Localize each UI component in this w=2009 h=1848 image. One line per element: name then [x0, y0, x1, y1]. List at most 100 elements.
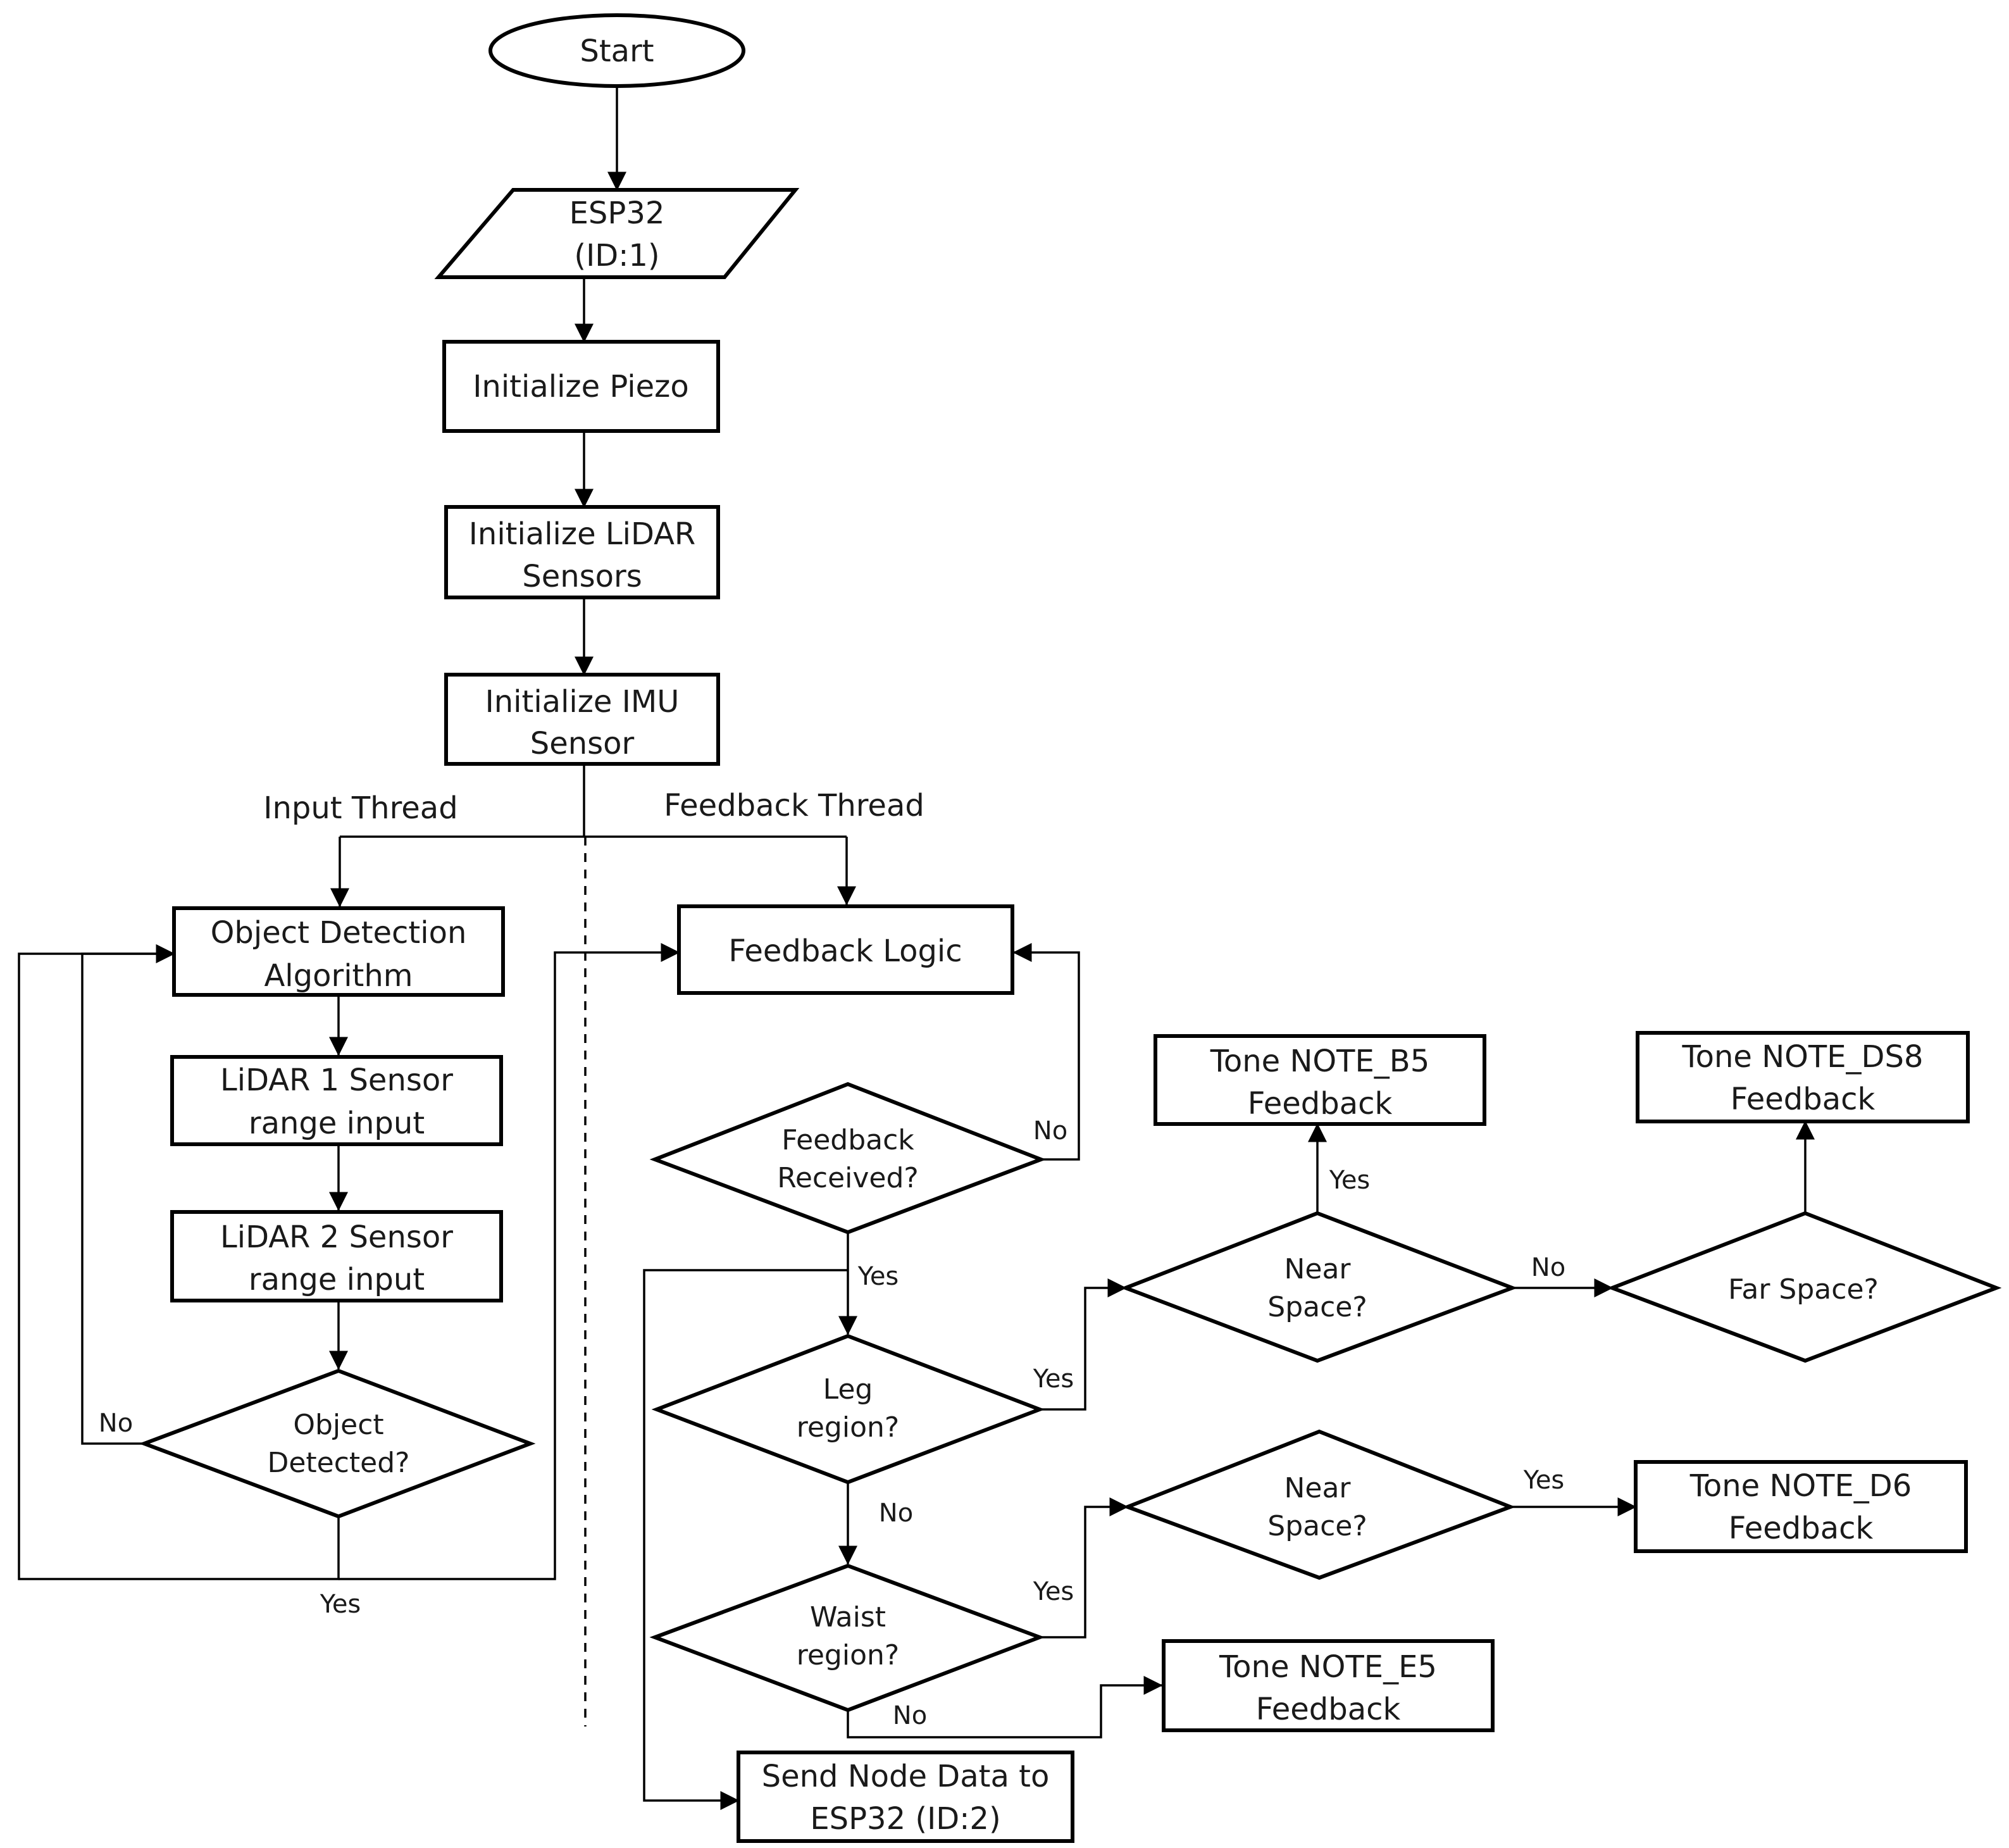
tone-d6-box	[1634, 1460, 1968, 1553]
edge-received-send	[643, 1269, 848, 1810]
tone-d6-label-line2: Feedback	[1729, 1511, 1874, 1546]
lidar2-label-line1: LiDAR 2 Sensor	[220, 1220, 453, 1255]
edge-detected-yes	[18, 944, 340, 1580]
esp32-label-line2: (ID:1)	[574, 238, 659, 273]
label-near-waist-yes: Yes	[1523, 1466, 1565, 1495]
edge-waist-yes	[1040, 1497, 1129, 1639]
near-space-leg-label-line1: Near	[1284, 1253, 1351, 1285]
label-waist-yes: Yes	[1033, 1577, 1074, 1606]
near-space-leg-diamond	[1120, 1211, 1518, 1363]
feedback-received-decision: Feedback Received?	[649, 1082, 1047, 1235]
init-imu-label-line1: Initialize IMU	[485, 684, 680, 720]
init-lidar-block: Initialize LiDAR Sensors	[444, 505, 720, 599]
init-piezo-label: Initialize Piezo	[473, 369, 688, 404]
init-lidar-box	[444, 505, 720, 599]
waist-region-label-line1: Waist	[810, 1601, 886, 1633]
start-terminator: Start	[488, 13, 745, 88]
feedback-thread-label: Feedback Thread	[664, 788, 924, 823]
tone-e5-label-line1: Tone NOTE_E5	[1219, 1649, 1437, 1685]
edge-labels: No Yes No Yes Yes No Yes No Yes No Yes	[99, 1116, 1565, 1730]
init-imu-label-line2: Sensor	[530, 726, 635, 761]
object-detected-decision: Object Detected?	[139, 1368, 536, 1519]
label-near-leg-no: No	[1531, 1253, 1565, 1282]
leg-region-label-line1: Leg	[823, 1373, 873, 1406]
init-lidar-label-line1: Initialize LiDAR	[469, 516, 696, 552]
feedback-received-label-line1: Feedback	[781, 1124, 914, 1156]
label-waist-no: No	[893, 1701, 927, 1730]
near-space-waist-label-line1: Near	[1284, 1472, 1351, 1504]
label-leg-yes: Yes	[1033, 1364, 1074, 1394]
waist-region-diamond	[649, 1563, 1045, 1713]
init-piezo-block: Initialize Piezo	[442, 340, 720, 433]
lidar1-label-line1: LiDAR 1 Sensor	[220, 1063, 453, 1098]
start-oval	[488, 13, 745, 88]
tone-b5-label-line1: Tone NOTE_B5	[1210, 1044, 1430, 1079]
tone-e5-block: Tone NOTE_E5 Feedback	[1162, 1639, 1495, 1732]
edge-received-no	[1012, 943, 1080, 1161]
near-space-leg-decision: Near Space?	[1120, 1211, 1518, 1363]
send-node-data-box	[737, 1751, 1074, 1843]
edge-detected-yes-feedback	[339, 943, 680, 1580]
tone-ds8-label-line1: Tone NOTE_DS8	[1681, 1039, 1923, 1075]
waist-region-decision: Waist region?	[649, 1563, 1045, 1713]
label-detected-no: No	[99, 1409, 133, 1438]
near-space-waist-label-line2: Space?	[1267, 1510, 1367, 1542]
tone-d6-label-line1: Tone NOTE_D6	[1689, 1468, 1912, 1504]
label-received-yes: Yes	[857, 1262, 899, 1291]
start-label: Start	[580, 34, 654, 69]
leg-region-label-line2: region?	[797, 1411, 900, 1444]
esp32-parallelogram	[434, 188, 800, 279]
init-piezo-box	[442, 340, 720, 433]
object-detection-label-line2: Algorithm	[264, 958, 413, 994]
lidar1-input-block: LiDAR 1 Sensor range input	[170, 1055, 503, 1146]
far-space-diamond	[1607, 1211, 2002, 1363]
label-detected-yes: Yes	[320, 1590, 361, 1619]
tone-ds8-box	[1636, 1031, 1970, 1123]
lidar2-input-block: LiDAR 2 Sensor range input	[170, 1210, 503, 1302]
tone-b5-label-line2: Feedback	[1248, 1086, 1393, 1121]
feedback-received-diamond	[649, 1082, 1047, 1235]
esp32-input-block: ESP32 (ID:1)	[434, 188, 800, 279]
init-imu-block: Initialize IMU Sensor	[444, 673, 720, 766]
edge-detected-no	[81, 944, 175, 1445]
lidar2-input-box	[170, 1210, 503, 1302]
init-imu-box	[444, 673, 720, 766]
leg-region-decision: Leg region?	[651, 1333, 1045, 1485]
feedback-received-label-line2: Received?	[777, 1162, 919, 1194]
waist-region-label-line2: region?	[797, 1639, 900, 1671]
label-leg-no: No	[879, 1499, 913, 1528]
init-lidar-label-line2: Sensors	[522, 559, 642, 594]
object-detection-box	[172, 906, 505, 997]
esp32-label-line1: ESP32	[569, 196, 665, 231]
edge-leg-yes	[1040, 1278, 1127, 1411]
far-space-decision: Far Space?	[1607, 1211, 2002, 1363]
send-node-data-label-line1: Send Node Data to	[762, 1759, 1050, 1794]
object-detection-block: Object Detection Algorithm	[172, 906, 505, 997]
far-space-label: Far Space?	[1728, 1273, 1879, 1306]
send-node-data-block: Send Node Data to ESP32 (ID:2)	[737, 1751, 1074, 1843]
object-detected-label-line2: Detected?	[267, 1447, 409, 1479]
lidar1-label-line2: range input	[249, 1106, 425, 1141]
lidar1-input-box	[170, 1055, 503, 1146]
feedback-logic-label: Feedback Logic	[728, 933, 962, 969]
object-detected-diamond	[139, 1368, 536, 1519]
tone-ds8-block: Tone NOTE_DS8 Feedback	[1636, 1031, 1970, 1123]
tone-ds8-label-line2: Feedback	[1731, 1082, 1875, 1117]
connectors	[18, 86, 1815, 1810]
label-received-no: No	[1033, 1116, 1067, 1146]
feedback-logic-box	[677, 904, 1014, 995]
edge-waist-no	[847, 1676, 1163, 1739]
near-space-waist-diamond	[1122, 1429, 1516, 1580]
near-space-waist-decision: Near Space?	[1122, 1429, 1516, 1580]
leg-region-diamond	[651, 1333, 1045, 1485]
tone-e5-box	[1162, 1639, 1495, 1732]
near-space-leg-label-line2: Space?	[1267, 1291, 1367, 1323]
tone-b5-box	[1154, 1034, 1486, 1126]
tone-d6-block: Tone NOTE_D6 Feedback	[1634, 1460, 1968, 1553]
label-near-leg-yes: Yes	[1329, 1166, 1371, 1195]
object-detected-label-line1: Object	[293, 1409, 383, 1441]
send-node-data-label-line2: ESP32 (ID:2)	[810, 1801, 1000, 1837]
object-detection-label-line1: Object Detection	[211, 915, 467, 951]
feedback-logic-block: Feedback Logic	[677, 904, 1014, 995]
